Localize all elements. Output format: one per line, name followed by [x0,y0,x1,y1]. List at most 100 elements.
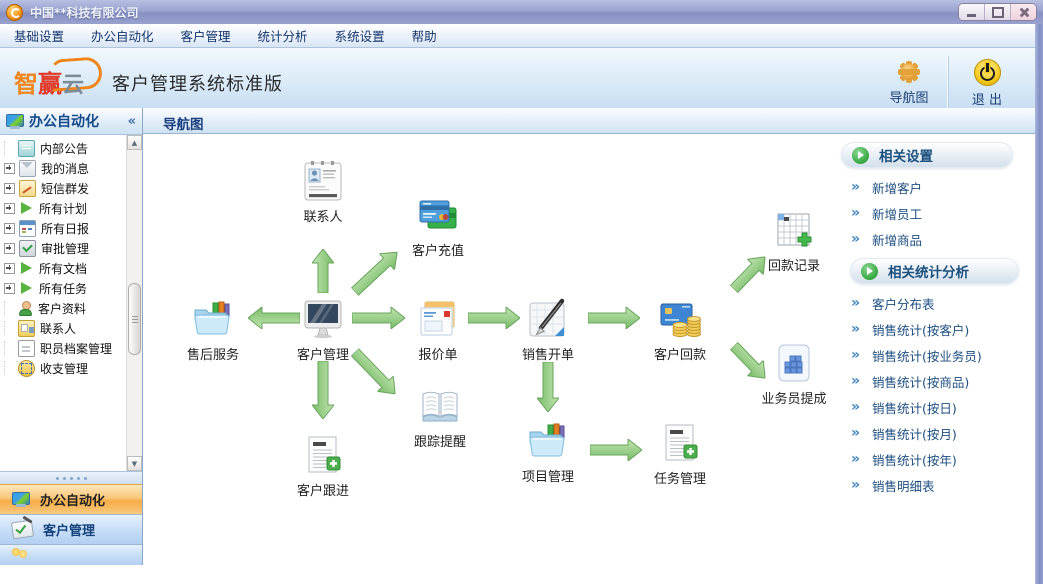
link-sales-by-month[interactable]: »销售统计(按月) [851,425,957,442]
tree-scrollbar[interactable]: ▲ ▼ [126,135,142,471]
menu-item-office-automation[interactable]: 办公自动化 [91,29,154,44]
menubar: 基础设置 办公自动化 客户管理 统计分析 系统设置 帮助 [0,24,1043,48]
related-stats-header: 相关统计分析 [850,258,1019,284]
table-plus-icon [771,207,817,253]
arrow-customer-mgmt-to-quotation [351,307,405,329]
minimize-button[interactable] [959,4,985,20]
expand-icon[interactable] [4,182,15,194]
diagram-node-recharge[interactable]: 客户充值 [388,192,488,259]
folder-books-icon [190,296,236,342]
tree-item-sms-broadcast[interactable]: 短信群发 [0,178,142,198]
link-sales-by-product[interactable]: »销售统计(按商品) [851,373,970,390]
green-arrow-icon [861,262,878,280]
panel-button-office-automation[interactable]: 办公自动化 [0,484,142,514]
tree-item-all-daily-reports[interactable]: 所有日报 [0,218,142,238]
panel-button-partial[interactable] [0,544,142,565]
maximize-button[interactable] [985,4,1011,20]
panel-splitter-grip[interactable] [0,471,142,484]
diagram-node-sales-order[interactable]: 销售开单 [498,296,598,363]
calendar-icon [19,219,36,237]
panel-label: 客户管理 [43,524,96,539]
tree-item-approval-mgmt[interactable]: 审批管理 [0,238,142,258]
link-sales-by-salesman[interactable]: »销售统计(按业务员) [851,347,982,364]
tree-item-all-plans[interactable]: 所有计划 [0,198,142,218]
sidebar-tree: 内部公告 我的消息 短信群发 所有计划 所有日报 审批管理 所有文档 所有任务 … [0,135,142,471]
diagram-node-customer-mgmt[interactable]: 客户管理 [273,296,373,363]
diagram-node-commission[interactable]: 业务员提成 [744,340,844,407]
tree-item-all-tasks[interactable]: 所有任务 [0,278,142,298]
double-chevron-icon: » [851,231,861,247]
expand-icon[interactable] [4,282,15,294]
announcement-icon [18,139,35,157]
double-chevron-icon: » [851,425,861,441]
tab-nav-map[interactable]: 导航图 [163,117,204,133]
tree-item-my-messages[interactable]: 我的消息 [0,158,142,178]
link-add-product[interactable]: »新增商品 [851,231,923,248]
link-add-employee[interactable]: »新增员工 [851,205,923,222]
link-sales-by-day[interactable]: »销售统计(按日) [851,399,957,416]
minimize-icon [967,13,976,17]
card-coins-icon [657,296,703,342]
link-sales-by-year[interactable]: »销售统计(按年) [851,451,957,468]
tree-item-customer-data[interactable]: 客户资料 [0,298,142,318]
link-sales-by-customer[interactable]: »销售统计(按客户) [851,321,970,338]
arrow-customer-mgmt-to-recharge [350,251,398,297]
diagram-node-project-mgmt[interactable]: 项目管理 [498,418,598,485]
app-icon [6,3,23,21]
double-chevron-icon: » [851,205,861,221]
window-title: 中国**科技有限公司 [30,5,139,20]
monitor-icon [12,492,30,507]
close-button[interactable] [1011,4,1036,20]
tree-item-contacts[interactable]: 联系人 [0,318,142,338]
menu-item-statistics[interactable]: 统计分析 [257,29,308,44]
grid-panel-icon [771,340,817,386]
contact-card-icon [18,319,35,337]
sms-icon [19,179,36,197]
link-customer-distribution[interactable]: »客户分布表 [851,295,935,312]
double-chevron-icon: » [851,399,861,415]
expand-icon[interactable] [4,202,15,214]
tree-item-all-documents[interactable]: 所有文档 [0,258,142,278]
logo-text: 智 [14,70,38,98]
logo-text: 云 [62,73,85,98]
diagram-node-payment[interactable]: 客户回款 [630,296,730,363]
exit-button[interactable]: 退 出 [948,56,1025,108]
scrollbar-thumb[interactable] [128,283,141,355]
menu-item-customer-mgmt[interactable]: 客户管理 [180,29,231,44]
diagram-node-quotation[interactable]: 报价单 [388,296,488,363]
quote-doc-icon [415,296,461,342]
money-icon [18,359,35,377]
double-chevron-icon: » [851,179,861,195]
diagram-node-task-mgmt[interactable]: 任务管理 [630,420,730,487]
arrow-sales-order-to-payment [588,307,640,329]
expand-icon[interactable] [4,242,15,254]
menu-item-basic-settings[interactable]: 基础设置 [14,29,65,44]
menu-item-help[interactable]: 帮助 [411,29,437,44]
expand-icon[interactable] [4,222,15,234]
diagram-node-follow-reminder[interactable]: 跟踪提醒 [390,383,490,450]
sidebar-header: 办公自动化 « [0,108,142,135]
archive-icon [18,339,35,357]
tree-item-announcements[interactable]: 内部公告 [0,138,142,158]
nav-map-button[interactable]: 导航图 [871,56,948,108]
coins-icon [12,548,30,558]
menu-item-system-settings[interactable]: 系统设置 [334,29,385,44]
scroll-up-icon[interactable]: ▲ [127,135,142,150]
tree-item-staff-archives[interactable]: 职员档案管理 [0,338,142,358]
expand-icon[interactable] [4,162,15,174]
link-sales-details[interactable]: »销售明细表 [851,477,935,494]
panel-label: 办公自动化 [40,494,106,509]
approve-icon [19,239,36,257]
scroll-down-icon[interactable]: ▼ [127,456,142,471]
collapse-sidebar-button[interactable]: « [127,113,136,129]
link-add-customer[interactable]: »新增客户 [851,179,923,196]
main-content: 联系人 客户充值 售后服务 客户管理 [143,134,1035,584]
diagram-node-contacts[interactable]: 联系人 [273,158,373,225]
expand-icon[interactable] [4,262,15,274]
diagram-node-payment-records[interactable]: 回款记录 [744,207,844,274]
tree-item-income-expense[interactable]: 收支管理 [0,358,142,378]
panel-button-customer-mgmt[interactable]: 客户管理 [0,514,142,544]
diagram-node-customer-follow[interactable]: 客户跟进 [273,432,373,499]
maximize-icon [991,6,1004,18]
diagram-node-after-sales[interactable]: 售后服务 [163,296,263,363]
